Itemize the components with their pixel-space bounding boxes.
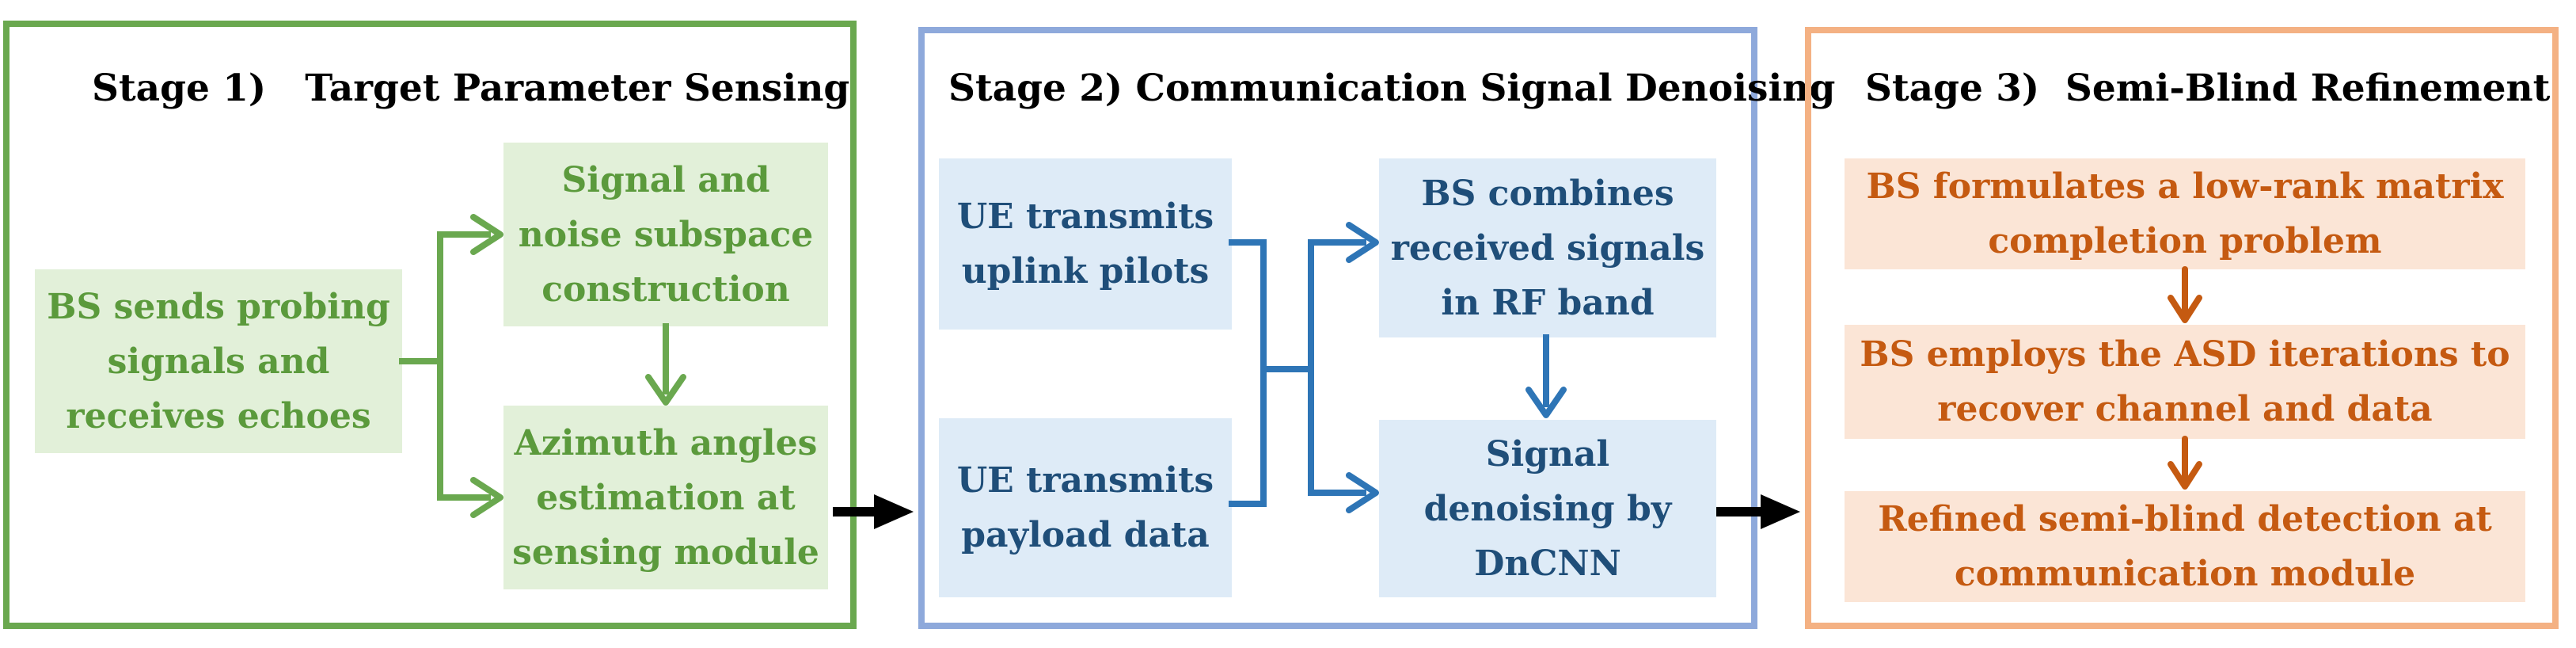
stage-2-panel [918,27,1757,629]
stage-1-connectors [399,231,669,501]
to-subspace-arrowhead [470,214,503,255]
subspace-construction-label: Signal and noise subspace construction [518,159,814,310]
to-denoising-arrowhead [1346,472,1379,513]
stage-1-panel [3,21,857,629]
payload-data-box: UE transmits payload data [939,418,1232,597]
bs-sends-probing-box: BS sends probing signals and receives ec… [35,269,402,453]
stage-2-connectors [1229,239,1549,507]
azimuth-estimation-label: Azimuth angles estimation at sensing mod… [512,422,819,573]
ue-merge-line [1229,239,1267,507]
asd-to-refined-arrowhead [2168,461,2202,490]
combines-to-denoising-arrowhead [1525,387,1567,418]
inter-stage-arrows [833,494,1800,529]
to-combines-arrowhead [1346,222,1379,263]
uplink-pilots-box: UE transmits uplink pilots [939,158,1232,330]
to-azimuth-arrowhead [470,477,503,518]
signal-denoising-label: Signal denoising by DnCNN [1423,433,1672,584]
stage-3-panel [1805,27,2559,629]
semi-blind-detection-label: Refined semi-blind detection at communic… [1878,499,2492,594]
payload-data-label: UE transmits payload data [956,460,1214,555]
subspace-construction-box: Signal and noise subspace construction [503,143,828,326]
bs-sends-probing-label: BS sends probing signals and receives ec… [47,286,390,436]
low-rank-formulation-box: BS formulates a low-rank matrix completi… [1845,158,2525,269]
semi-blind-detection-box: Refined semi-blind detection at communic… [1845,491,2525,602]
asd-iterations-label: BS employs the ASD iterations to recover… [1860,334,2510,429]
stage-1-to-2-arrowhead [874,494,914,529]
uplink-pilots-label: UE transmits uplink pilots [956,196,1214,292]
bs-combines-box: BS combines received signals in RF band [1379,158,1716,337]
stage-1-title: Stage 1) Target Parameter Sensing [92,67,850,110]
formulate-to-asd-arrowhead [2168,295,2202,323]
stage-2-to-3-arrowhead [1761,494,1800,529]
subspace-to-azimuth-arrowhead [645,374,686,406]
signal-denoising-box: Signal denoising by DnCNN [1379,420,1716,597]
azimuth-estimation-box: Azimuth angles estimation at sensing mod… [503,406,828,589]
bs-combines-label: BS combines received signals in RF band [1390,173,1705,323]
stage-2-title: Stage 2) Communication Signal Denoising [948,67,1836,110]
stage-3-title: Stage 3) Semi-Blind Refinement [1865,67,2551,110]
asd-iterations-box: BS employs the ASD iterations to recover… [1845,325,2525,439]
low-rank-formulation-label: BS formulates a low-rank matrix completi… [1866,166,2504,261]
